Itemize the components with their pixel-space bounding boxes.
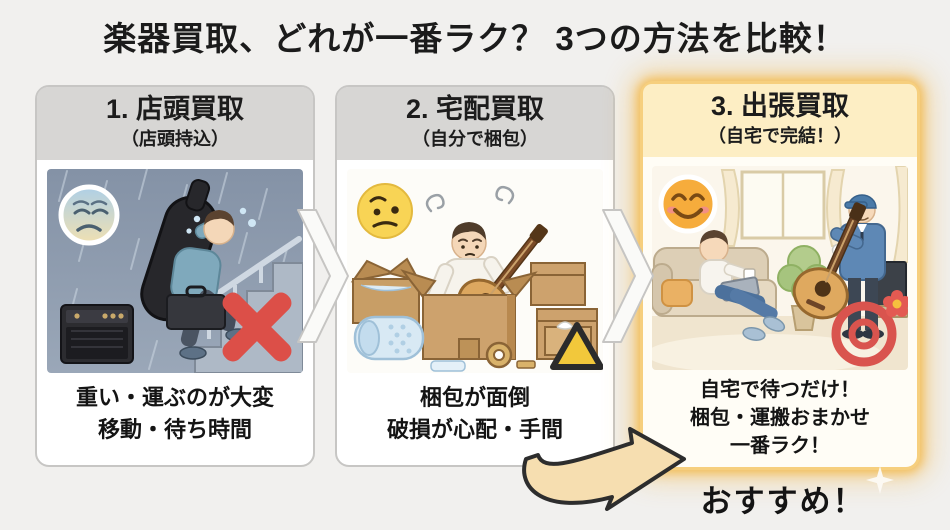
recommend-arrow-icon bbox=[522, 427, 686, 511]
panel-caption: 梱包が面倒 破損が心配・手間 bbox=[337, 382, 613, 446]
caption-line: 重い・運ぶのが大変 bbox=[75, 385, 274, 411]
double-circle-icon bbox=[831, 301, 897, 367]
caption-line: 梱包が面倒 bbox=[419, 385, 530, 411]
happy-face-icon bbox=[658, 174, 718, 234]
panel-caption: 自宅で待つだけ！ 梱包・運搬おまかせ 一番ラク！ bbox=[643, 376, 917, 460]
worried-face-icon bbox=[357, 183, 413, 240]
panel-onsite-buyback: 3. 出張買取 （自宅で完結！） bbox=[640, 81, 920, 470]
panel-caption: 重い・運ぶのが大変 移動・待ち時間 bbox=[37, 382, 313, 446]
panel-store-buyback: 1. 店頭買取 （店頭持込） bbox=[35, 85, 315, 467]
panel-subtitle: （自分で梱包） bbox=[412, 129, 538, 150]
bubble-wrap-roll bbox=[353, 315, 466, 372]
panel-header: 1. 店頭買取 （店頭持込） bbox=[37, 87, 313, 161]
amplifier bbox=[60, 304, 134, 365]
acoustic-guitar bbox=[792, 202, 867, 320]
caption-line: 梱包・運搬おまかせ bbox=[690, 407, 870, 430]
recommend-label: おすすめ！ bbox=[700, 484, 866, 519]
panel-title: 1. 店頭買取 bbox=[105, 94, 245, 124]
cardboard-boxes bbox=[350, 257, 598, 361]
panel-subtitle: （店頭持込） bbox=[121, 129, 229, 150]
sofa-and-customer bbox=[652, 230, 786, 342]
packing-tape bbox=[485, 341, 536, 369]
panel-header: 2. 宅配買取 （自分で梱包） bbox=[337, 87, 613, 161]
chevron-right-icon bbox=[297, 209, 349, 343]
flower-icon bbox=[883, 290, 908, 318]
panel-delivery-buyback: 2. 宅配買取 （自分で梱包） bbox=[335, 85, 615, 467]
caption-line: 移動・待ち時間 bbox=[97, 416, 252, 442]
stress-squiggles bbox=[425, 185, 515, 213]
panel-title: 3. 出張買取 bbox=[710, 91, 850, 121]
window bbox=[720, 166, 908, 264]
caption-line: 破損が心配・手間 bbox=[386, 416, 563, 442]
panel-header: 3. 出張買取 （自宅で完結！） bbox=[643, 84, 917, 158]
panel-subtitle: （自宅で完結！） bbox=[708, 126, 852, 147]
caption-line: 自宅で待つだけ！ bbox=[700, 379, 860, 402]
sad-face-icon bbox=[58, 184, 120, 246]
chevron-right-icon bbox=[602, 209, 654, 343]
page-title: 楽器買取、どれが一番ラク？ 3つの方法を比較！ bbox=[103, 20, 847, 57]
onsite-buyback-illustration bbox=[652, 166, 908, 371]
panel-title: 2. 宅配買取 bbox=[405, 94, 545, 124]
store-buyback-illustration bbox=[47, 169, 303, 374]
delivery-buyback-illustration bbox=[347, 169, 603, 374]
warning-triangle-icon bbox=[550, 322, 603, 371]
caption-line: 一番ラク！ bbox=[730, 435, 830, 458]
red-cross-icon bbox=[222, 292, 292, 362]
